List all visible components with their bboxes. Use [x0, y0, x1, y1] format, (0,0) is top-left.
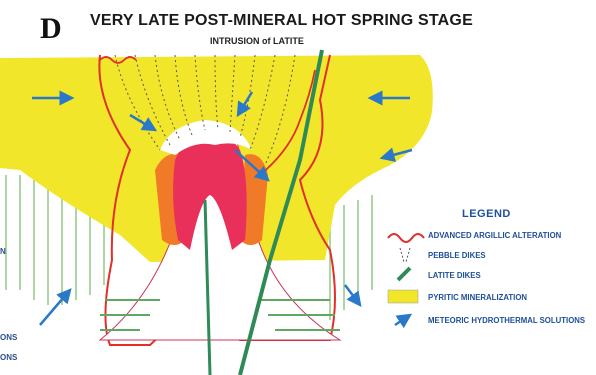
legend-item-pyritic: PYRITIC MINERALIZATION	[386, 289, 527, 305]
legend-label-argillic: ADVANCED ARGILLIC ALTERATION	[428, 231, 561, 240]
edge-label-3: ONS	[0, 353, 17, 362]
edge-label-1: N	[0, 247, 6, 256]
legend-title: LEGEND	[462, 208, 511, 220]
legend-label-pebble-dikes: PEBBLE DIKES	[428, 251, 486, 260]
legend-item-latite-dikes: LATITE DIKES	[386, 267, 481, 283]
legend-item-meteoric: METEORIC HYDROTHERMAL SOLUTIONS	[386, 312, 585, 328]
legend-label-meteoric: METEORIC HYDROTHERMAL SOLUTIONS	[428, 316, 585, 325]
legend-item-argillic: ADVANCED ARGILLIC ALTERATION	[386, 227, 561, 243]
legend-label-pyritic: PYRITIC MINERALIZATION	[428, 293, 527, 302]
legend-label-latite-dikes: LATITE DIKES	[428, 271, 481, 280]
legend-item-pebble-dikes: PEBBLE DIKES	[386, 247, 486, 263]
edge-label-2: ONS	[0, 333, 17, 342]
green-hatch-right	[330, 195, 372, 320]
